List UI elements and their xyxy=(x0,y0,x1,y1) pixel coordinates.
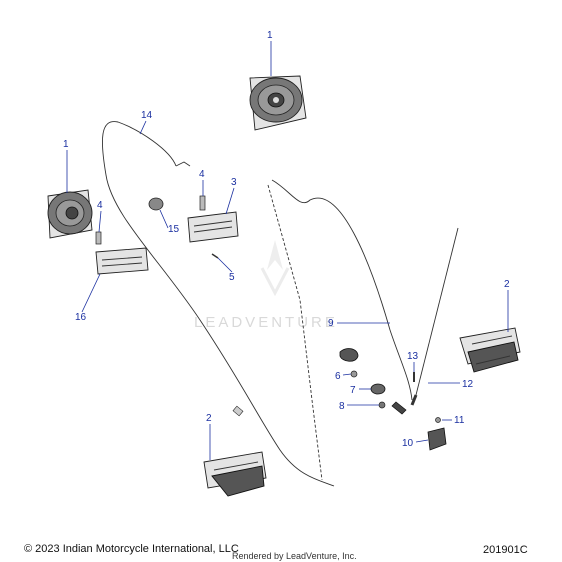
antenna-base[interactable] xyxy=(339,348,359,362)
speaker-bracket-right[interactable] xyxy=(187,211,239,243)
callout-16: 16 xyxy=(75,312,87,323)
callout-9: 9 xyxy=(328,318,334,329)
clip[interactable] xyxy=(211,253,219,259)
callout-10: 10 xyxy=(402,438,414,449)
drawing-id: 201901C xyxy=(483,544,528,556)
nut-6[interactable] xyxy=(350,370,358,378)
rendered-by-text: Rendered by LeadVenture, Inc. xyxy=(232,551,357,561)
screw-left[interactable] xyxy=(95,231,102,245)
callout-2-right: 2 xyxy=(504,279,510,290)
nut-11[interactable] xyxy=(435,417,441,423)
antenna-connector[interactable] xyxy=(391,401,407,415)
callout-1-left: 1 xyxy=(63,139,69,150)
callout-4-upper: 4 xyxy=(199,169,205,180)
grommet[interactable] xyxy=(148,197,164,211)
antenna-cap-10[interactable] xyxy=(427,427,447,451)
watermark-logo xyxy=(260,240,290,297)
washer-7[interactable] xyxy=(370,383,386,395)
speaker-bracket-left[interactable] xyxy=(95,247,149,275)
callout-5: 5 xyxy=(229,272,235,283)
callout-7: 7 xyxy=(350,385,356,396)
wire-harness[interactable] xyxy=(101,121,335,487)
callout-15: 15 xyxy=(168,224,180,235)
nut-8[interactable] xyxy=(378,401,386,409)
antenna-cable[interactable] xyxy=(267,184,323,481)
callout-6: 6 xyxy=(335,371,341,382)
callout-4-left: 4 xyxy=(97,200,103,211)
speaker-left[interactable] xyxy=(47,189,93,239)
copyright-text: © 2023 Indian Motorcycle International, … xyxy=(24,543,239,555)
speaker-bottom[interactable] xyxy=(203,451,267,497)
speaker-top[interactable] xyxy=(249,75,307,131)
callout-8: 8 xyxy=(339,401,345,412)
antenna-mast[interactable] xyxy=(415,227,459,396)
callout-11: 11 xyxy=(454,415,465,426)
callout-1-top: 1 xyxy=(267,30,273,41)
callout-12: 12 xyxy=(462,379,474,390)
callout-13: 13 xyxy=(407,351,419,362)
callout-14: 14 xyxy=(141,110,153,121)
watermark-text: LEADVENTURE xyxy=(194,314,338,331)
screw-upper[interactable] xyxy=(199,195,206,211)
callout-3: 3 xyxy=(231,177,237,188)
speaker-right[interactable] xyxy=(459,327,521,373)
callout-2-bottom: 2 xyxy=(206,413,212,424)
